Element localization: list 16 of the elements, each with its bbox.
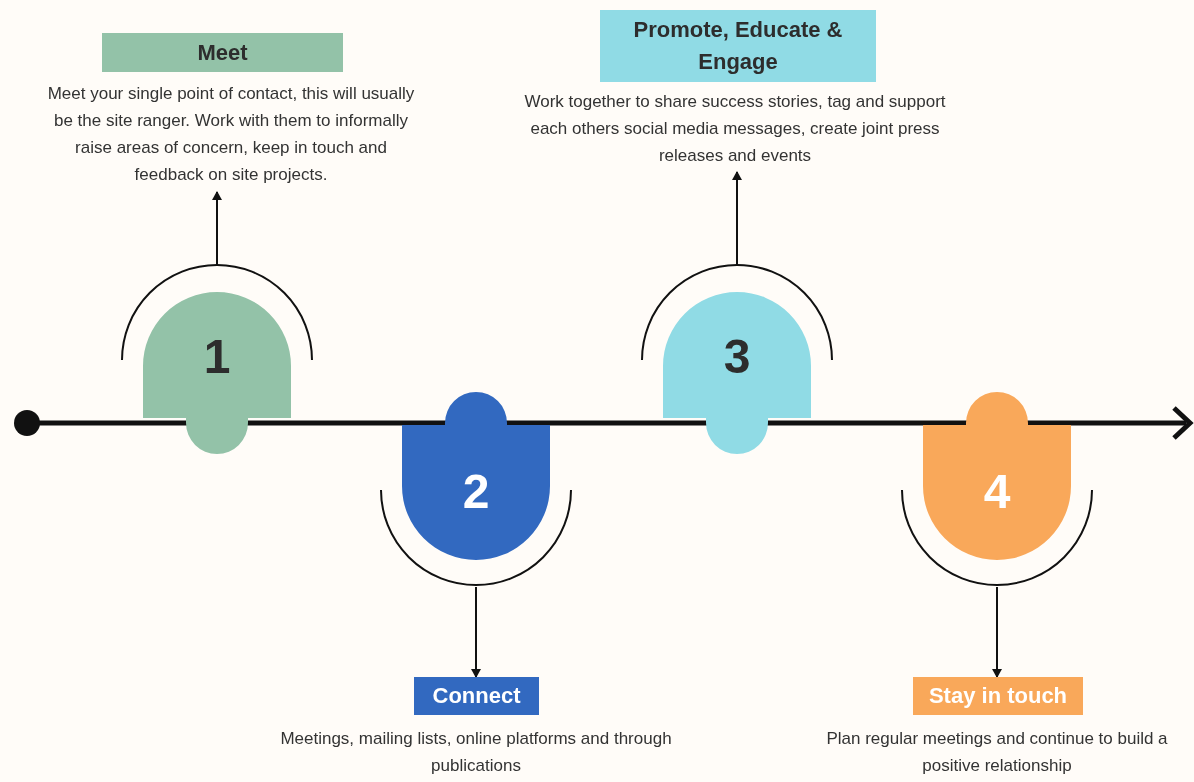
step-description: Meetings, mailing lists, online platforms and through publications xyxy=(280,728,672,777)
step-number: 4 xyxy=(982,464,1012,520)
step-number: 3 xyxy=(722,329,752,385)
step-heading: Connect xyxy=(414,677,539,715)
arrow xyxy=(732,171,742,265)
step-description: Work together to share success stories, tag and support each others social media messages, create joint press releases and events xyxy=(523,91,947,167)
step-description: Meet your single point of contact, this will usually be the site ranger. Work with them to informally raise areas of concern, keep in touch and feedback on site projects. xyxy=(46,83,416,186)
step-description: Plan regular meetings and continue to build a positive relationship xyxy=(825,728,1169,777)
arrow xyxy=(471,586,481,678)
arrow xyxy=(992,586,1002,678)
step-number: 1 xyxy=(202,329,232,385)
step-heading: Promote, Educate & Engage xyxy=(600,10,876,82)
step-number: 2 xyxy=(461,464,491,520)
step-heading: Meet xyxy=(102,33,343,72)
step-heading: Stay in touch xyxy=(913,677,1083,715)
arrow xyxy=(212,191,222,265)
